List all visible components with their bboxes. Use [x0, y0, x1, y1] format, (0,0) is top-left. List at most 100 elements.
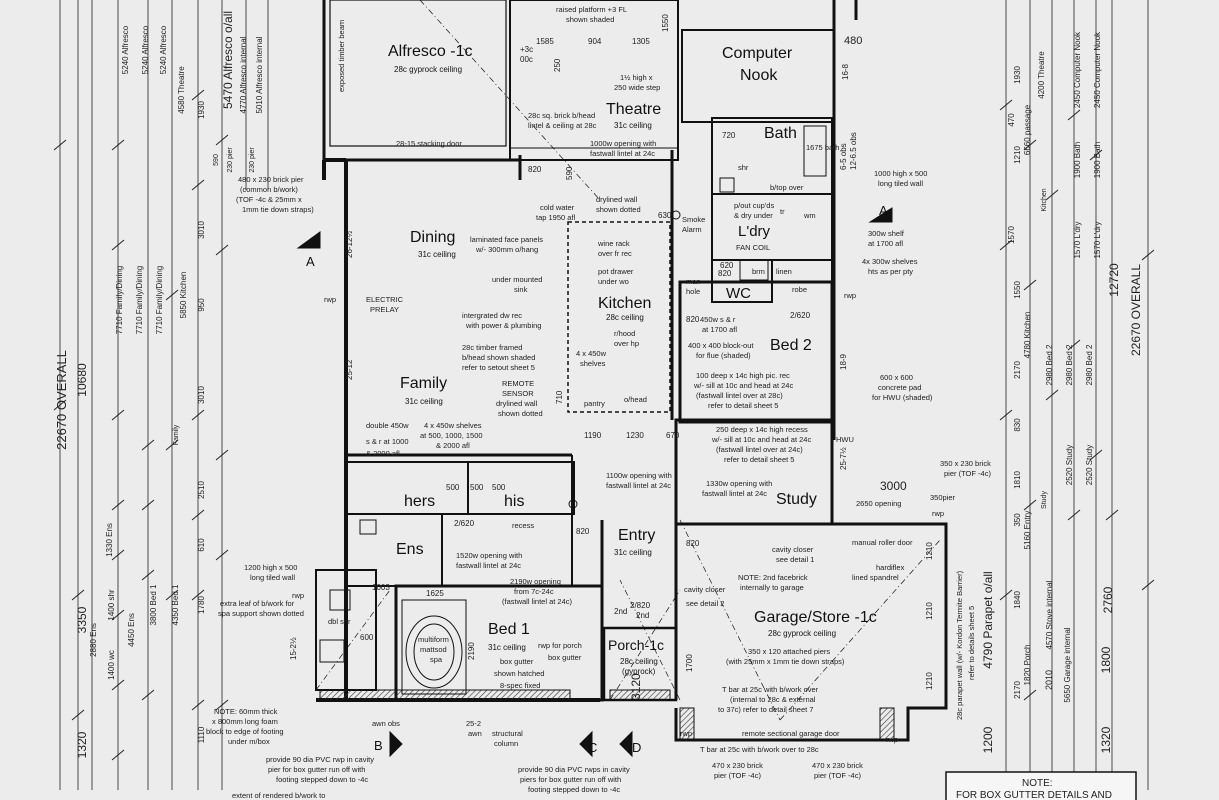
note-pier350-3: 350pier [930, 493, 956, 502]
note-step-2: 250 wide step [614, 83, 660, 92]
section-a-left: A [306, 254, 315, 269]
note-cold-water: cold water [540, 203, 575, 212]
dim-kitchen-left: 5850 Kitchen [179, 272, 188, 319]
room-kitchen-ceiling: 28c ceiling [606, 313, 644, 322]
note-recess-4: refer to detail sheet 5 [708, 401, 778, 410]
room-ensuite: Ens [396, 541, 424, 558]
note-laminated-1: laminated face panels [470, 235, 543, 244]
note-exposed-beam: exposed timber beam [337, 20, 346, 92]
note-spa-1: multiform [418, 635, 449, 644]
dim-2170-a: 2170 [1013, 361, 1022, 379]
pd-15-2: 15-2½ [289, 637, 298, 660]
dim-family-dining-b: 7710 Family/Dining [135, 266, 144, 334]
note-cavity-b-1: cavity closer [684, 585, 726, 594]
room-computer-nook-1: Computer [722, 45, 793, 62]
note-rhood-2: over hp [614, 339, 639, 348]
room-his: his [504, 493, 524, 510]
dim-1200: 1200 [981, 726, 995, 753]
note-rendered: extent of rendered b/work to [232, 791, 325, 800]
note-1100-1: 1100w opening with [606, 471, 672, 480]
note-enswall-1: 1200 high x 500 [244, 563, 297, 572]
note-1520-1: 1520w opening with [456, 551, 522, 560]
dim-family-dining-a: 7710 Family/Dining [115, 266, 124, 334]
pd-820-d: 820 [686, 539, 700, 548]
dim-3010-b: 3010 [197, 386, 206, 404]
note-step-1: 1½ high x [620, 73, 653, 82]
note-rwp-study: rwp [932, 509, 944, 518]
dim-1810: 1810 [1013, 471, 1022, 489]
dim-3010-a: 3010 [197, 221, 206, 239]
dim-passage: 6660 passage [1023, 104, 1032, 155]
room-theatre: Theatre [606, 101, 661, 118]
room-labels: Alfresco -1c 28c gyprock ceiling Compute… [388, 43, 877, 676]
note-recess-3: (fastwall lintel over at 28c) [696, 391, 783, 400]
note-tr: tr [780, 207, 785, 216]
room-bed1: Bed 1 [488, 621, 530, 638]
note-1000-2: fastwall lintel at 24c [590, 149, 655, 158]
note-foam-2: x 800mm long foam [212, 717, 278, 726]
note-o-head: o/head [624, 395, 647, 404]
dim-ens-b: 2880 Ens [89, 623, 98, 657]
note-tap: tap 1950 afl [536, 213, 576, 222]
left-dimension-labels: 22670 OVERALL 10680 3350 1320 5470 Alfre… [54, 11, 264, 758]
dim-1930-right: 1930 [1013, 66, 1022, 84]
room-family: Family [400, 375, 447, 392]
dim-ens-c: 1330 Ens [105, 523, 114, 557]
dim-1570: 1570 [1007, 226, 1016, 244]
pd-1210-a: 1210 [925, 602, 934, 620]
note-attached-1: 350 x 120 attached piers [748, 647, 830, 656]
pd-12-6: 12-6.5 obs [849, 132, 858, 170]
note-laminated-2: w/- 300mm o/hang [475, 245, 538, 254]
note-shelves-2: at 500, 1000, 1500 [420, 431, 483, 440]
dim-entry-right: 5160 Entry [1023, 511, 1032, 550]
pd-plus3c: +3c [520, 45, 533, 54]
note-pier470-a-1: 470 x 230 brick [712, 761, 763, 770]
note-wine-rack-1: wine rack [597, 239, 630, 248]
note-rwp-bed2: rwp [844, 291, 856, 300]
note-awn-1: 25-2 [466, 719, 481, 728]
pd-25-12: 25-12 [345, 359, 354, 380]
note-hwu: HWU [836, 435, 854, 444]
note-box-line: FOR BOX GUTTER DETAILS AND [956, 790, 1112, 800]
note-manhole-2: hole [686, 287, 700, 296]
room-bed1-ceiling: 31c ceiling [488, 643, 526, 652]
note-recess-b-1: 250 deep x 14c high recess [716, 425, 808, 434]
section-c-arrow [579, 730, 593, 758]
note-foam-1: NOTE: 60mm thick [214, 707, 278, 716]
note-termite-2: refer to details sheet 5 [967, 606, 976, 680]
room-theatre-ceiling: 31c ceiling [614, 121, 652, 130]
note-manhole-1: man [686, 277, 701, 286]
pd-2nd-a: 2nd [614, 607, 627, 616]
note-plout-1: p/out cup'ds [734, 201, 774, 210]
note-pad-3: for HWU (shaded) [872, 393, 933, 402]
dim-1110: 1110 [197, 726, 206, 743]
section-a-right-arrow [868, 207, 893, 223]
pd-2-620: 2/620 [790, 311, 811, 320]
note-foam-3: block to edge of footing [206, 727, 284, 736]
dim-wc: 1400 wc [107, 650, 116, 680]
note-pty-2: hts as per pty [868, 267, 913, 276]
left-dimension-strings [53, 0, 269, 790]
note-wine-rack-2: over fr rec [598, 249, 632, 258]
note-brm: brm [752, 267, 765, 276]
pd-16-8: 16-8 [841, 63, 850, 80]
pd-26-12: 26-12½ [345, 231, 354, 258]
dim-bed2-a: 2980 Bed 2 [1045, 344, 1054, 385]
section-marker-labels: A A B C D [306, 203, 888, 755]
note-foam-4: under m/box [228, 737, 270, 746]
note-structural-2: column [494, 739, 518, 748]
note-recess-1: 100 deep x 14c high pic. rec [696, 371, 790, 380]
note-pvc-1b: pier for box gutter run off with [268, 765, 365, 774]
note-pier470-a-2: pier (TOF -4c) [714, 771, 761, 780]
note-2190-2: from 7c-24c [514, 587, 554, 596]
note-cavity-2: see detail 1 [776, 555, 814, 564]
pd-1210-b: 1210 [925, 672, 934, 690]
section-d: D [632, 740, 641, 755]
pd-720: 720 [722, 131, 736, 140]
pd-710: 710 [555, 390, 564, 404]
pd-18-9: 18-9 [839, 353, 848, 370]
note-double-1: double 450w [366, 421, 409, 430]
note-1100-2: fastwall lintel at 24c [606, 481, 671, 490]
note-box-title: NOTE: [1022, 778, 1053, 789]
